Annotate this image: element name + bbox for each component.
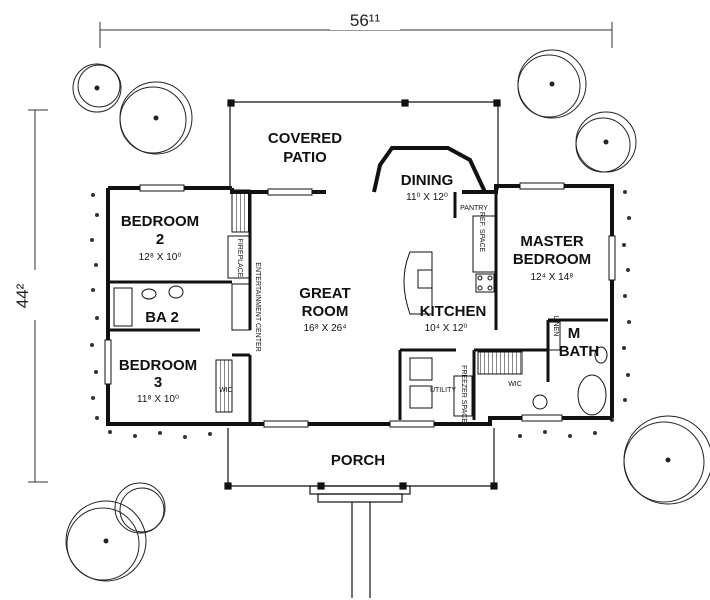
tree-icon-top-left-2	[119, 81, 193, 155]
bedroom2-label-1: BEDROOM	[121, 213, 199, 230]
fixtures	[113, 189, 608, 417]
master-bedroom-label-2: BEDROOM	[513, 251, 591, 268]
top-dim-mask	[330, 8, 400, 30]
fireplace-icon	[227, 235, 251, 279]
pantry-label: PANTRY	[460, 205, 488, 212]
wic-right-label: WIC	[508, 381, 522, 388]
dryer-icon	[409, 385, 433, 409]
great-room-size: 16⁸ X 26⁴	[304, 323, 347, 334]
range-icon	[475, 273, 495, 293]
ba2-label: BA 2	[145, 309, 179, 326]
master-tub-icon	[577, 374, 607, 416]
porch-label: PORCH	[331, 452, 385, 469]
tree-icon-top-left	[72, 63, 122, 113]
kitchen-label: KITCHEN	[420, 303, 487, 320]
ref-space-label: REF. SPACE	[478, 212, 485, 253]
linen-label: LINEN	[552, 316, 559, 337]
master-bedroom-size: 12⁴ X 14⁸	[531, 272, 574, 283]
linen-closet	[547, 321, 561, 351]
left-dim-mask	[20, 270, 48, 320]
tree-icon-bottom-left	[65, 500, 147, 582]
bedroom3-label-1: BEDROOM	[119, 357, 197, 374]
covered-patio	[227, 99, 501, 190]
closet-bedroom2	[231, 189, 251, 233]
kitchen-island	[403, 251, 433, 315]
m-bath-label-2: BATH	[559, 343, 600, 360]
patio-label-2: PATIO	[283, 149, 327, 166]
kitchen-size: 10⁴ X 12⁰	[425, 323, 468, 334]
tree-icon-bottom-left-2	[114, 482, 166, 534]
master-toilet-icon	[532, 394, 548, 410]
bedroom2-label-2: 2	[156, 231, 164, 248]
great-room-label-1: GREAT	[299, 285, 350, 302]
dining-label: DINING	[401, 172, 454, 189]
toilet-icon	[168, 285, 184, 299]
great-room-label-2: ROOM	[302, 303, 349, 320]
bathtub-icon	[113, 287, 133, 327]
dining-size: 11⁰ X 12⁰	[406, 192, 448, 203]
wic-left-label: WIC	[219, 387, 233, 394]
bedroom3-label-2: 3	[154, 374, 162, 391]
washer-icon	[409, 357, 433, 381]
entertainment-center	[231, 283, 251, 331]
overall-depth: 44²	[13, 283, 32, 308]
freezer-space	[453, 375, 473, 417]
tree-icons	[65, 49, 710, 582]
ref-space	[472, 215, 496, 273]
overall-width: 56¹¹	[350, 11, 381, 30]
master-bedroom-label-1: MASTER	[520, 233, 584, 250]
windows	[104, 182, 616, 428]
freezer-label: FREEZER SPACE	[460, 365, 467, 423]
bedroom3-size: 11⁸ X 10⁰	[137, 394, 179, 405]
bedroom2-size: 12⁸ X 10⁰	[139, 252, 182, 263]
m-bath-label-1: M	[568, 325, 581, 342]
porch	[224, 428, 498, 598]
tree-icon-bottom-right	[623, 415, 710, 505]
shrubs	[90, 190, 631, 439]
kitchen-sink-icon	[417, 269, 433, 289]
tree-icon-right	[575, 111, 637, 173]
sink-icon	[141, 288, 157, 300]
tree-icon-top-right	[517, 49, 587, 119]
fireplace-label: FIREPLACE	[236, 239, 243, 278]
patio-label-1: COVERED	[268, 130, 342, 147]
utility-label: UTILITY	[430, 387, 456, 394]
entertainment-label: ENTERTAINMENT CENTER	[254, 262, 261, 351]
wic-bedroom3-shelves	[215, 359, 233, 413]
wic-master-shelves	[477, 351, 523, 375]
master-sink-icon	[594, 346, 608, 364]
